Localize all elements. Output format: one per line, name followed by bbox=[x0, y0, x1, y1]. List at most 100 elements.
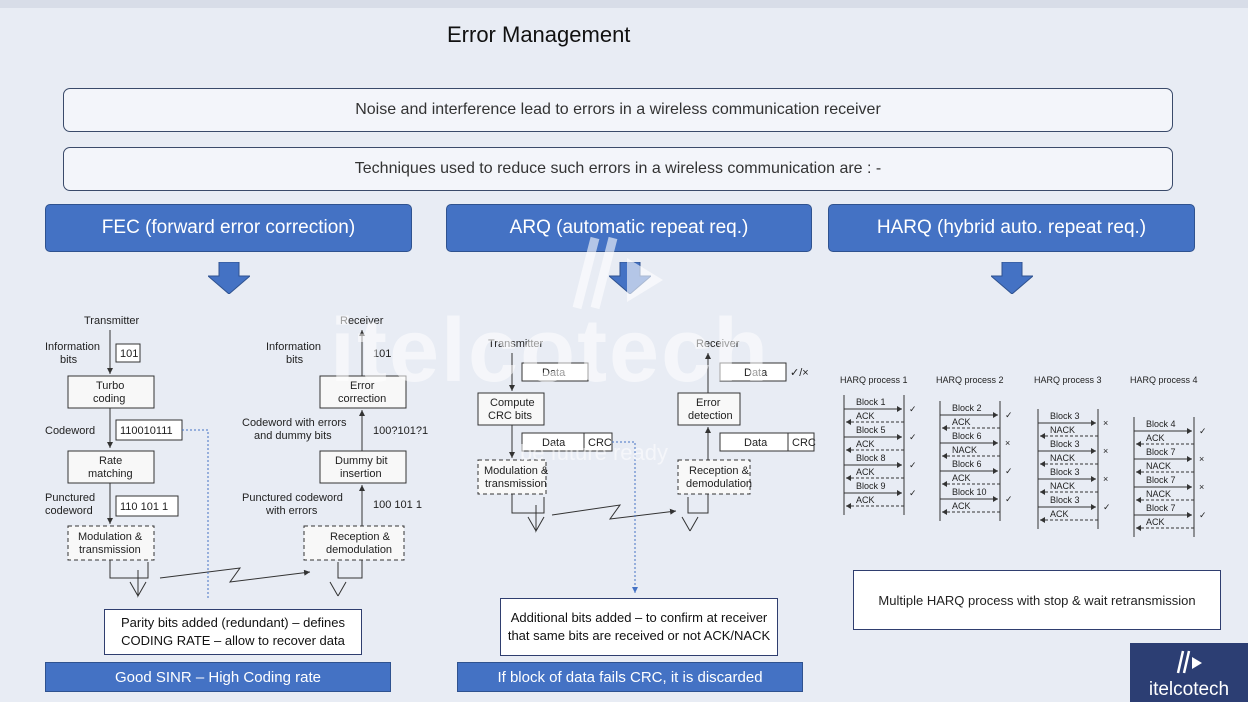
arq-data-label: Data bbox=[542, 367, 566, 379]
check-icon: ✓ bbox=[909, 432, 917, 442]
noise-banner: Noise and interference lead to errors in… bbox=[63, 88, 1173, 132]
arq-rx-data-label: Data bbox=[744, 367, 768, 379]
fec-mod-l1: Modulation & bbox=[78, 531, 143, 543]
fec-diagram: Transmitter Information bits 101 Turbo c… bbox=[45, 315, 428, 600]
fec-mod-l2: transmission bbox=[79, 544, 141, 556]
harq-block-label: Block 2 bbox=[952, 403, 982, 413]
harq-process-title: HARQ process 1 bbox=[840, 375, 908, 385]
check-icon: ✓ bbox=[1103, 502, 1111, 512]
harq-process-title: HARQ process 4 bbox=[1130, 375, 1198, 385]
arq-diagram: Transmitter Data Compute CRC bits Data C… bbox=[477, 338, 816, 593]
harq-block-label: Block 6 bbox=[952, 459, 982, 469]
arq-errdet-l1: Error bbox=[696, 397, 721, 409]
harq-block-label: Block 3 bbox=[1050, 467, 1080, 477]
arq-recep-l2: demodulation bbox=[686, 478, 752, 490]
arq-recep-l1: Reception & bbox=[689, 465, 750, 477]
harq-block-label: Block 5 bbox=[856, 425, 886, 435]
arq-rx-data2-label: Data bbox=[744, 437, 768, 449]
harq-feedback-label: NACK bbox=[1146, 461, 1171, 471]
fec-dummy-l2: insertion bbox=[340, 468, 382, 480]
arq-mod-l2: transmission bbox=[485, 478, 547, 490]
harq-feedback-label: ACK bbox=[1050, 509, 1069, 519]
fec-info-value: 101 bbox=[120, 348, 138, 360]
fec-rx-info-value: 101 bbox=[373, 348, 391, 360]
arq-data2-label: Data bbox=[542, 437, 566, 449]
fec-punct-l1: Punctured bbox=[45, 492, 95, 504]
fec-errcorr-l2: correction bbox=[338, 393, 386, 405]
harq-block-label: Block 3 bbox=[1050, 439, 1080, 449]
arq-crc-l2: CRC bits bbox=[488, 410, 533, 422]
harq-feedback-label: ACK bbox=[856, 439, 875, 449]
fec-recep-l2: demodulation bbox=[326, 544, 392, 556]
fec-cw-err-value: 100?101?1 bbox=[373, 425, 428, 437]
fec-dummy-l1: Dummy bit bbox=[335, 455, 388, 467]
techniques-banner: Techniques used to reduce such errors in… bbox=[63, 147, 1173, 191]
page-title: Error Management bbox=[447, 22, 631, 47]
fec-footer: Good SINR – High Coding rate bbox=[45, 662, 391, 692]
arq-footer: If block of data fails CRC, it is discar… bbox=[457, 662, 803, 692]
check-icon: ✓ bbox=[1199, 426, 1207, 436]
cross-icon: × bbox=[1199, 482, 1204, 492]
fec-codeword-value: 110010111 bbox=[120, 425, 173, 437]
fec-header: FEC (forward error correction) bbox=[45, 204, 412, 252]
arq-header: ARQ (automatic repeat req.) bbox=[446, 204, 812, 252]
harq-feedback-label: NACK bbox=[952, 445, 977, 455]
fec-pcw-err-l1: Punctured codeword bbox=[242, 492, 343, 504]
harq-process-title: HARQ process 2 bbox=[936, 375, 1004, 385]
cross-icon: × bbox=[1103, 474, 1108, 484]
fec-punct-value: 110 101 1 bbox=[120, 501, 168, 513]
harq-block-label: Block 3 bbox=[1050, 411, 1080, 421]
cross-icon: × bbox=[1103, 446, 1108, 456]
fec-rate-l1: Rate bbox=[99, 455, 122, 467]
arq-mod-l1: Modulation & bbox=[484, 465, 549, 477]
harq-feedback-label: ACK bbox=[1146, 433, 1165, 443]
fec-turbo-l1: Turbo bbox=[96, 380, 124, 392]
harq-feedback-label: ACK bbox=[952, 473, 971, 483]
fec-pcw-err-value: 100 101 1 bbox=[373, 499, 422, 511]
harq-header: HARQ (hybrid auto. repeat req.) bbox=[828, 204, 1195, 252]
fec-punct-l2: codeword bbox=[45, 505, 93, 517]
harq-feedback-label: ACK bbox=[856, 495, 875, 505]
check-icon: ✓ bbox=[1005, 410, 1013, 420]
fec-pcw-err-l2: with errors bbox=[265, 505, 318, 517]
cross-icon: × bbox=[1005, 438, 1010, 448]
harq-process-4: HARQ process 4 Block 4 ACK ✓ Block 7 NACK × Blo… bbox=[1130, 375, 1207, 537]
check-icon: ✓ bbox=[1199, 510, 1207, 520]
harq-block-label: Block 7 bbox=[1146, 503, 1176, 513]
harq-feedback-label: NACK bbox=[1146, 489, 1171, 499]
harq-feedback-label: ACK bbox=[1146, 517, 1165, 527]
harq-feedback-label: ACK bbox=[856, 411, 875, 421]
fec-errcorr-l1: Error bbox=[350, 380, 375, 392]
harq-block-label: Block 4 bbox=[1146, 419, 1176, 429]
top-strip bbox=[0, 0, 1248, 8]
additional-bits-note: Additional bits added – to confirm at re… bbox=[500, 598, 778, 656]
arq-errdet-l2: detection bbox=[688, 410, 733, 422]
cross-icon: × bbox=[1199, 454, 1204, 464]
fec-turbo-l2: coding bbox=[93, 393, 125, 405]
cross-icon: × bbox=[1103, 418, 1108, 428]
harq-block-label: Block 7 bbox=[1146, 447, 1176, 457]
brand-logo: itelcotech bbox=[1130, 643, 1248, 702]
arq-crc-l1: Compute bbox=[490, 397, 535, 409]
arq-transmitter-label: Transmitter bbox=[488, 338, 544, 350]
logo-text: itelcotech bbox=[1148, 679, 1230, 700]
fec-recep-l1: Reception & bbox=[330, 531, 391, 543]
harq-block-label: Block 1 bbox=[856, 397, 886, 407]
harq-block-label: Block 7 bbox=[1146, 475, 1176, 485]
fec-rx-info-l1: Information bbox=[266, 341, 321, 353]
fec-codeword-label: Codeword bbox=[45, 425, 95, 437]
fec-receiver-label: Receiver bbox=[340, 315, 384, 327]
harq-note: Multiple HARQ process with stop & wait r… bbox=[853, 570, 1221, 630]
fec-cw-err-l2: and dummy bits bbox=[254, 430, 332, 442]
logo-mark-icon bbox=[1176, 650, 1202, 674]
harq-feedback-label: ACK bbox=[952, 501, 971, 511]
watermark-logo-icon bbox=[572, 236, 663, 310]
arq-rx-crc-label: CRC bbox=[792, 437, 816, 449]
fec-rate-l2: matching bbox=[88, 468, 133, 480]
harq-diagram: HARQ process 1 Block 1 ACK ✓ Block 5 ACK ✓ Bloc… bbox=[840, 375, 1207, 537]
check-icon: ✓ bbox=[1005, 466, 1013, 476]
arq-crc-label: CRC bbox=[588, 437, 612, 449]
fec-cw-err-l1: Codeword with errors bbox=[242, 417, 347, 429]
